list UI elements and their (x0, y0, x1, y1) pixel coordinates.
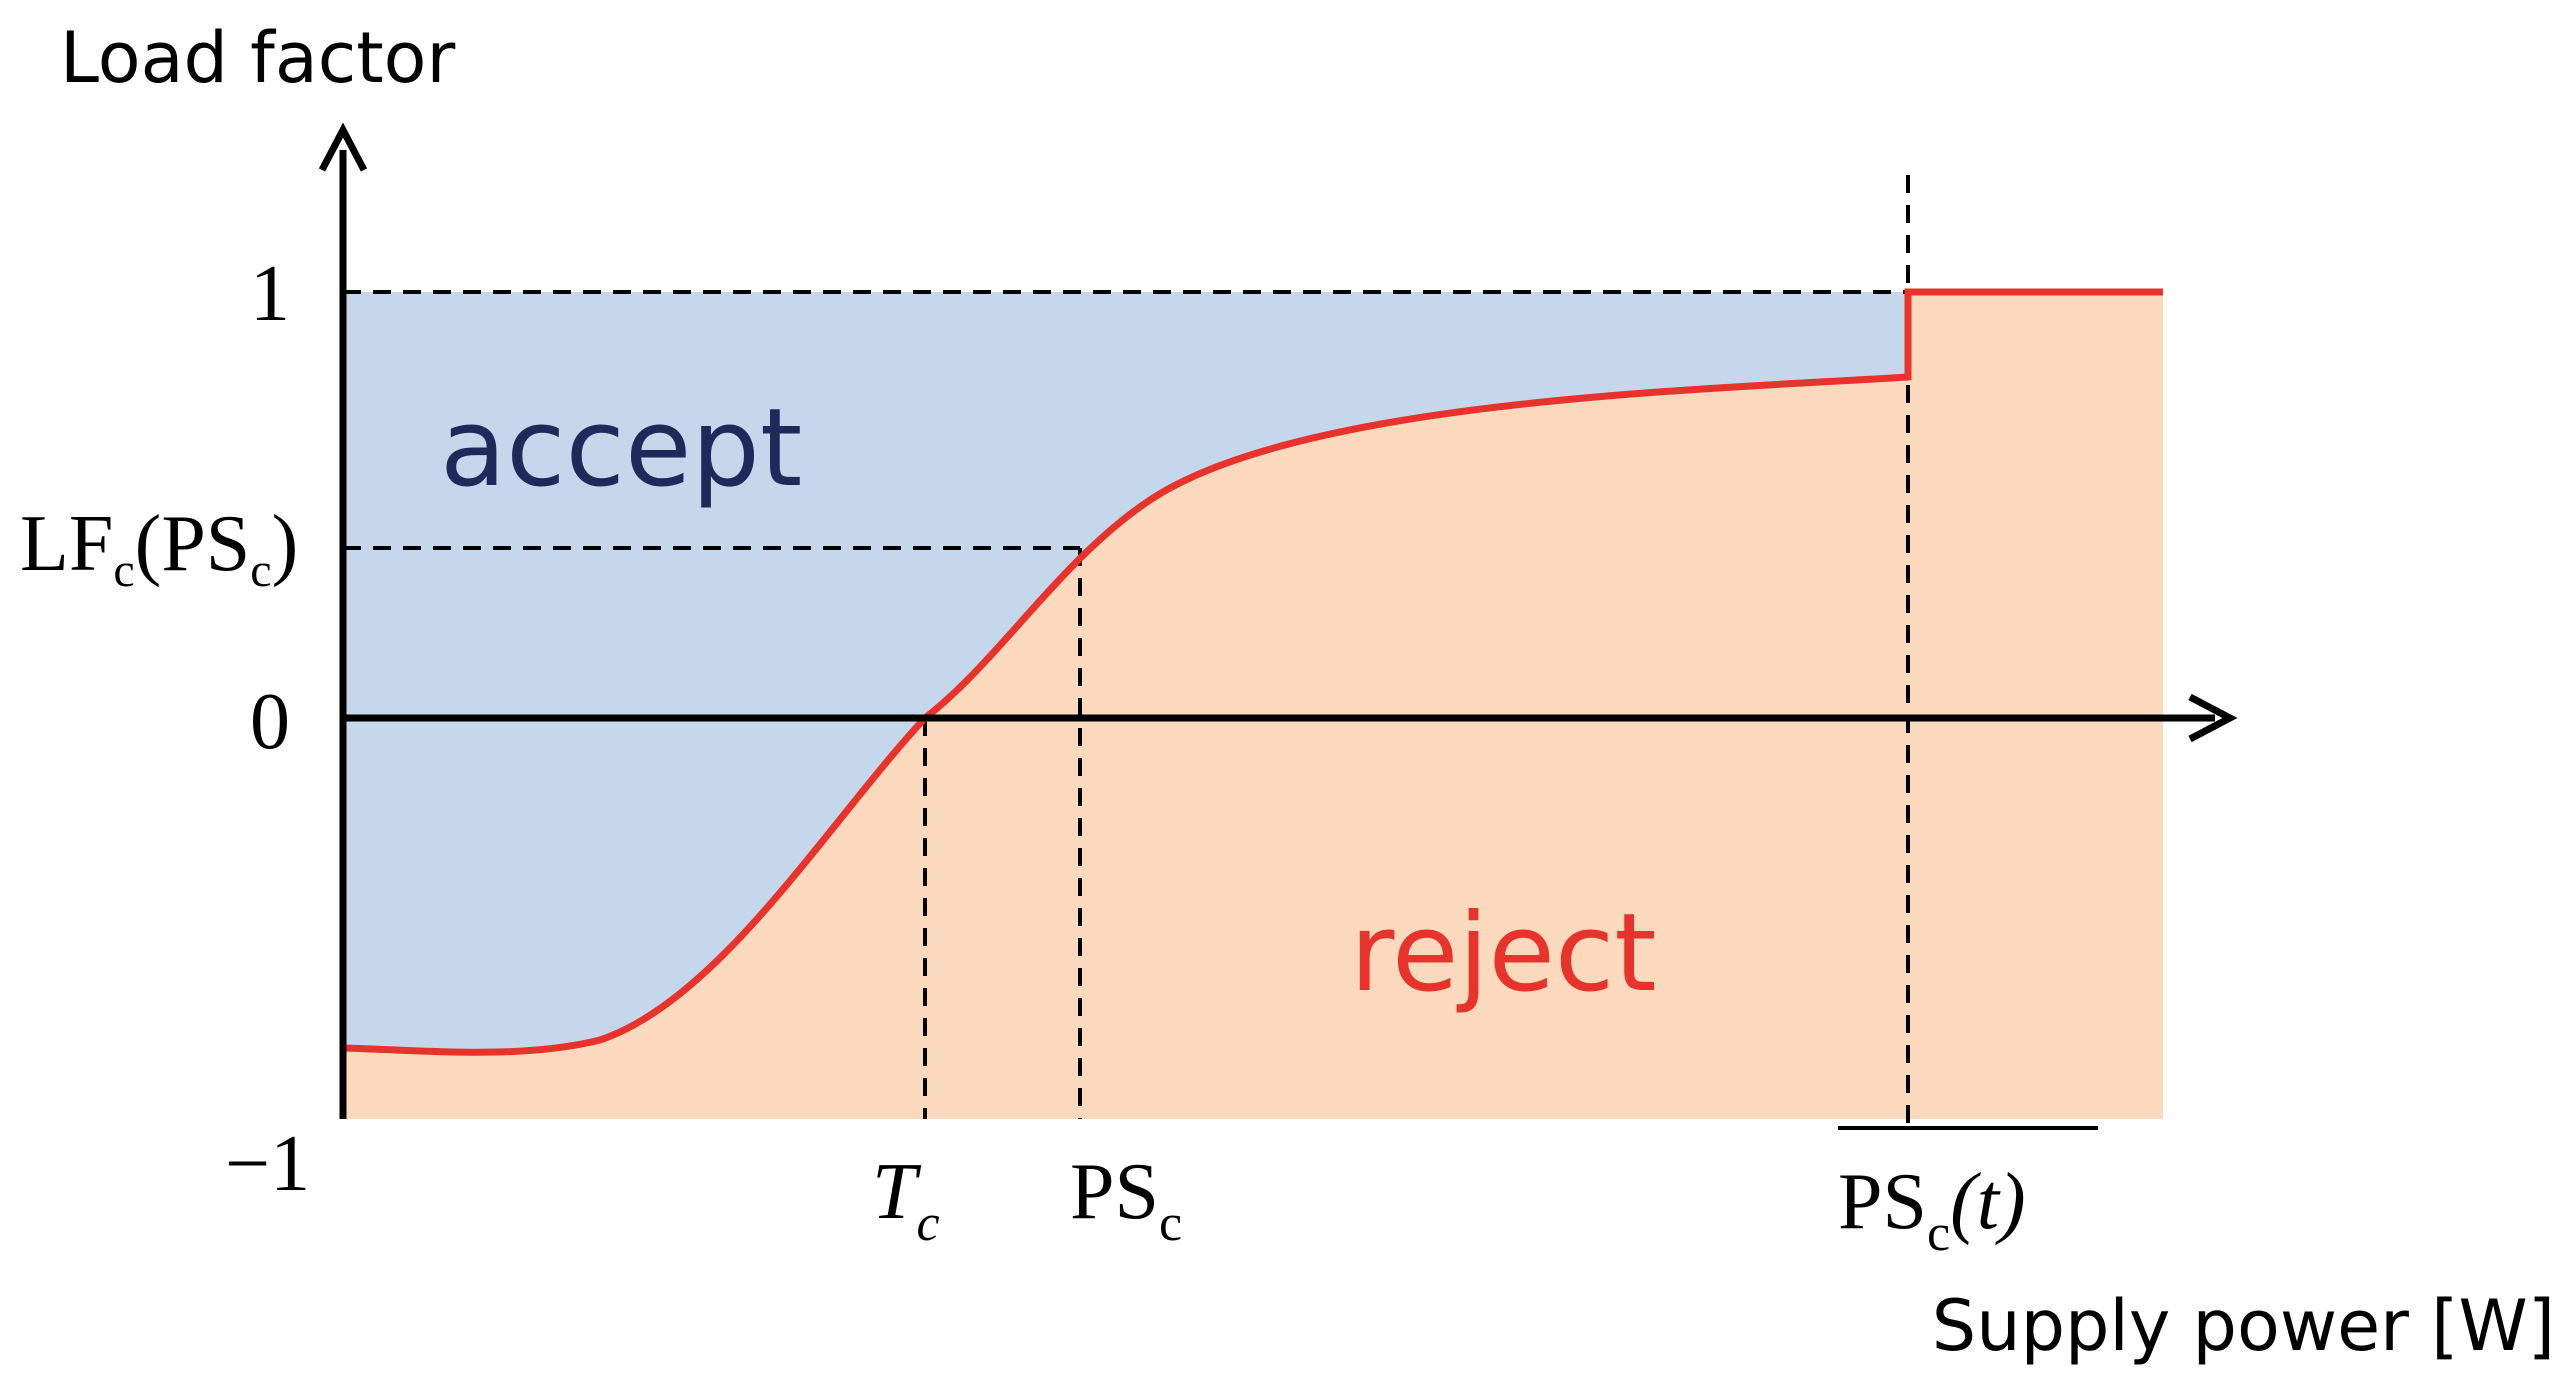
psc-t-base: PS (1838, 1158, 1927, 1246)
psc-subscript: c (1159, 1195, 1182, 1252)
accept-label: accept (440, 386, 802, 511)
y-axis-arrowhead (318, 122, 368, 172)
y-tick-zero: 0 (250, 678, 290, 766)
psc-t-label: PSc(t) (1838, 1158, 2026, 1262)
tc-label: Tc (872, 1148, 940, 1252)
reject-label: reject (1350, 891, 1657, 1016)
x-axis-arrowhead (2188, 693, 2238, 743)
load-factor-curve (342, 288, 2163, 1056)
tc-base: T (872, 1148, 922, 1236)
lfc-close: ) (272, 500, 299, 588)
psc-base: PS (1070, 1148, 1159, 1236)
psc-label: PSc (1070, 1148, 1182, 1252)
lfc-base: LF (20, 500, 113, 588)
y-tick-minus-one: −1 (225, 1120, 310, 1208)
x-axis-title: Supply power [W] (1932, 1285, 2555, 1367)
accept-region (343, 292, 1908, 1053)
lfc-subscript: c (113, 544, 134, 597)
y-tick-one: 1 (250, 250, 290, 338)
lfc-subscript-2: c (250, 544, 271, 597)
tc-subscript: c (917, 1195, 940, 1252)
psc-t-subscript: c (1927, 1205, 1950, 1262)
y-axis-title: Load factor (60, 17, 455, 99)
lfc-open: (PS (135, 500, 251, 588)
lfc-psc-label: LFc(PSc) (20, 500, 298, 597)
psc-t-arg: (t) (1950, 1158, 2026, 1246)
